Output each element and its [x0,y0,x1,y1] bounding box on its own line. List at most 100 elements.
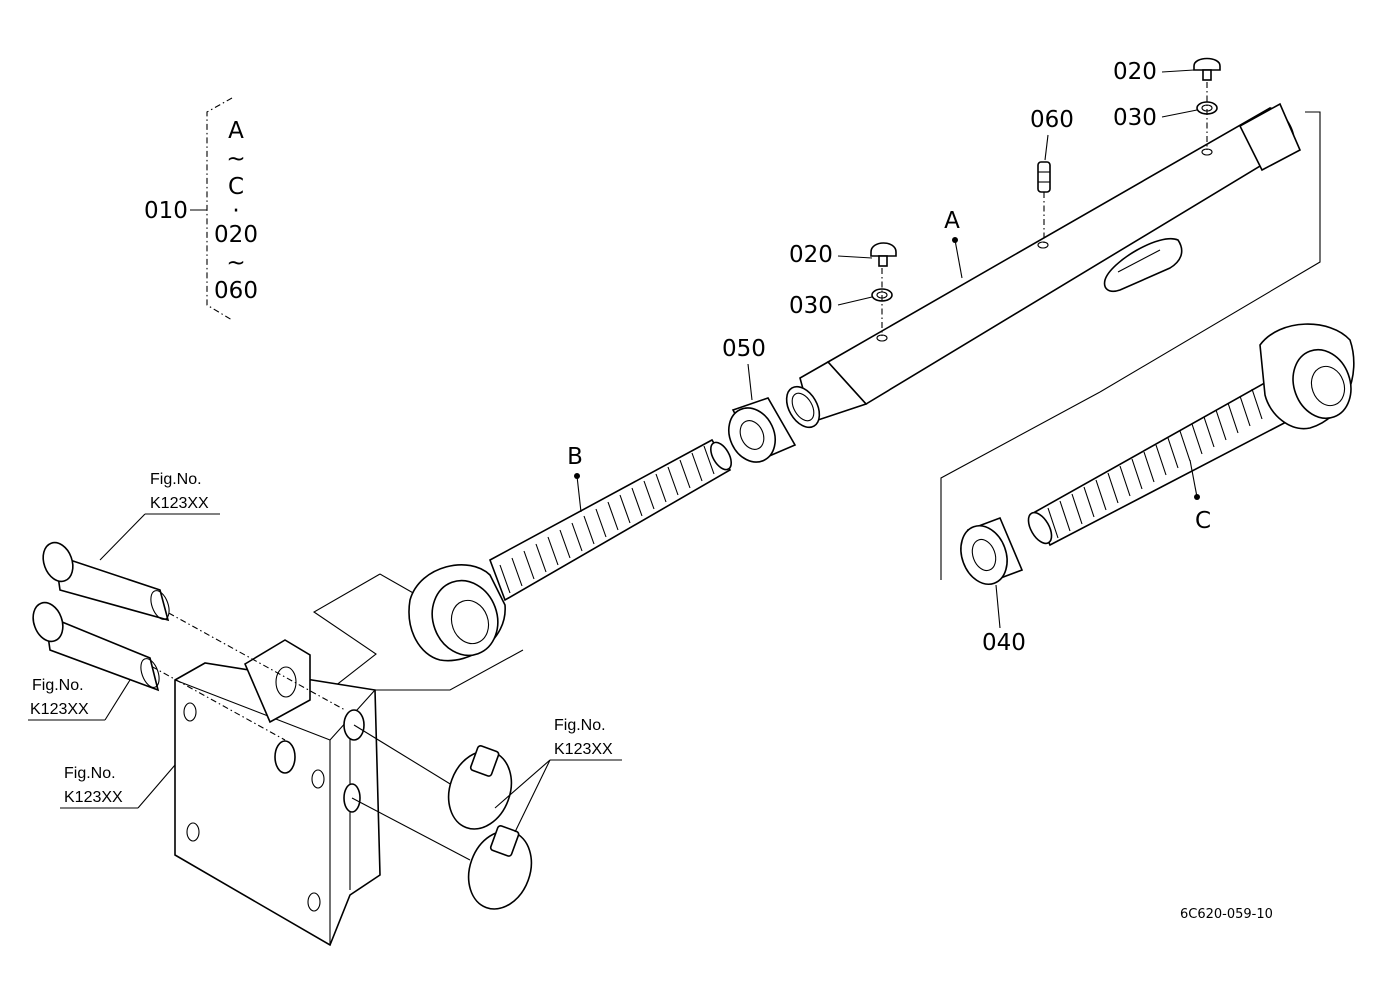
leader-a [954,239,963,279]
leader-060 [1044,134,1049,161]
fig-ref-4-title: Fig.No. [554,717,606,734]
assembly-line-4 [351,797,471,861]
fig-ref-3-number: K123XX [64,789,123,806]
part-b-rod: B [312,438,733,691]
pins [32,541,170,692]
tube-body [826,106,1292,406]
label-b: B [567,444,583,470]
fig-ref-3: Fig.No. K123XX [60,764,176,809]
leader-c [1189,459,1198,498]
leader-050 [747,363,753,401]
part-c-rod: C [940,323,1355,580]
eye-c-hole [1310,365,1346,407]
fasteners: 020 030 060 020 030 [789,57,1221,336]
bracket-line-3: C [228,174,244,200]
pin-1-end [150,590,170,620]
rod-b-body [489,438,732,602]
fig-ref-4: Fig.No. K123XX [494,717,622,833]
leader-030-mid [837,296,873,306]
label-040: 040 [982,630,1026,656]
plate-lug-hole [275,666,297,698]
bracket-line-4: · [232,198,239,224]
leader-030-top [1161,109,1198,118]
frame-a [1099,111,1321,393]
fig-ref-2-title: Fig.No. [32,677,84,694]
fig-ref-1: Fig.No. K123XX [99,471,220,561]
pin-2-end [140,658,160,688]
eye-b-ball [431,579,499,657]
lynch-pins [447,745,533,910]
eye-b-hole [450,599,490,645]
frame-c [940,391,1101,580]
plate-hole-4 [311,769,325,789]
assembly-line-3 [353,724,461,791]
part-050-nut: 050 [722,336,797,463]
plate-hole-2 [186,822,200,842]
part-a-tube: A [785,102,1321,429]
plate-top-edge [174,679,376,741]
hole-top [1201,148,1213,156]
leader-040 [995,584,1001,629]
fig-ref-1-title: Fig.No. [150,471,202,488]
hole-mid [876,334,888,342]
thread-lines-c [1047,388,1263,539]
plate-body [174,662,381,947]
tube-mouth [785,385,821,429]
leader-b [576,475,582,513]
leader-020-top [1161,69,1195,73]
screw-020-mid-shank [878,255,888,267]
bracket-line-6: ~ [226,250,245,276]
fig-ref-2: Fig.No. K123XX [28,677,131,721]
screw-020-mid [870,242,897,257]
fig-ref-2-leader [104,679,131,721]
bracket-line-7: 060 [214,278,258,304]
tube-window-inner [1117,249,1161,273]
label-010: 010 [144,198,188,224]
label-a: A [944,208,960,234]
fig-ref-3-title: Fig.No. [64,765,116,782]
rod-c-body [1033,378,1292,547]
screw-020-top [1193,57,1221,71]
tube-right-neck [1238,102,1302,172]
plate-lug [243,639,311,724]
eye-c-ball [1292,348,1352,420]
plate-hole-3 [307,892,321,912]
tube-mouth-inner [791,392,815,422]
bracket-line-1: A [228,118,244,144]
plate-hole-1 [183,702,197,722]
fig-ref-4-leader-1 [494,759,551,809]
rod-b-end [709,441,733,471]
frame-b [312,573,524,691]
mounting-plate [139,599,471,947]
fig-ref-4-leader-2 [514,759,551,833]
frame-b-top [379,573,416,595]
fig-ref-2-number: K123XX [30,701,89,718]
screw-020-top-shank [1202,69,1212,81]
clip-1-pin [469,745,500,777]
clip-2-pin [489,825,520,857]
assembly-line-1 [144,599,346,711]
fig-ref-1-number: K123XX [150,495,209,512]
grease-nipple-060 [1037,161,1051,193]
thread-lines-b [499,445,715,594]
bracket-line [206,97,233,321]
nut-040-face [960,525,1008,585]
label-060: 060 [1030,107,1074,133]
tube-window [1103,237,1183,293]
label-020-top: 020 [1113,59,1157,85]
bracket-line-2: ~ [226,146,245,172]
leader-020-mid [837,255,873,259]
pin-2-head [32,601,64,643]
nut-040-hole [971,538,997,572]
reference-bracket-010: 010 A ~ C · 020 ~ 060 [144,97,258,321]
label-c: C [1195,508,1211,534]
label-020-mid: 020 [789,242,833,268]
fig-ref-1-leader [99,513,146,561]
pin-1-head [42,541,74,583]
drawing-code: 6C620-059-10 [1180,907,1273,922]
rod-b-threads [499,445,715,594]
rod-c-end [1027,511,1053,545]
label-030-mid: 030 [789,293,833,319]
